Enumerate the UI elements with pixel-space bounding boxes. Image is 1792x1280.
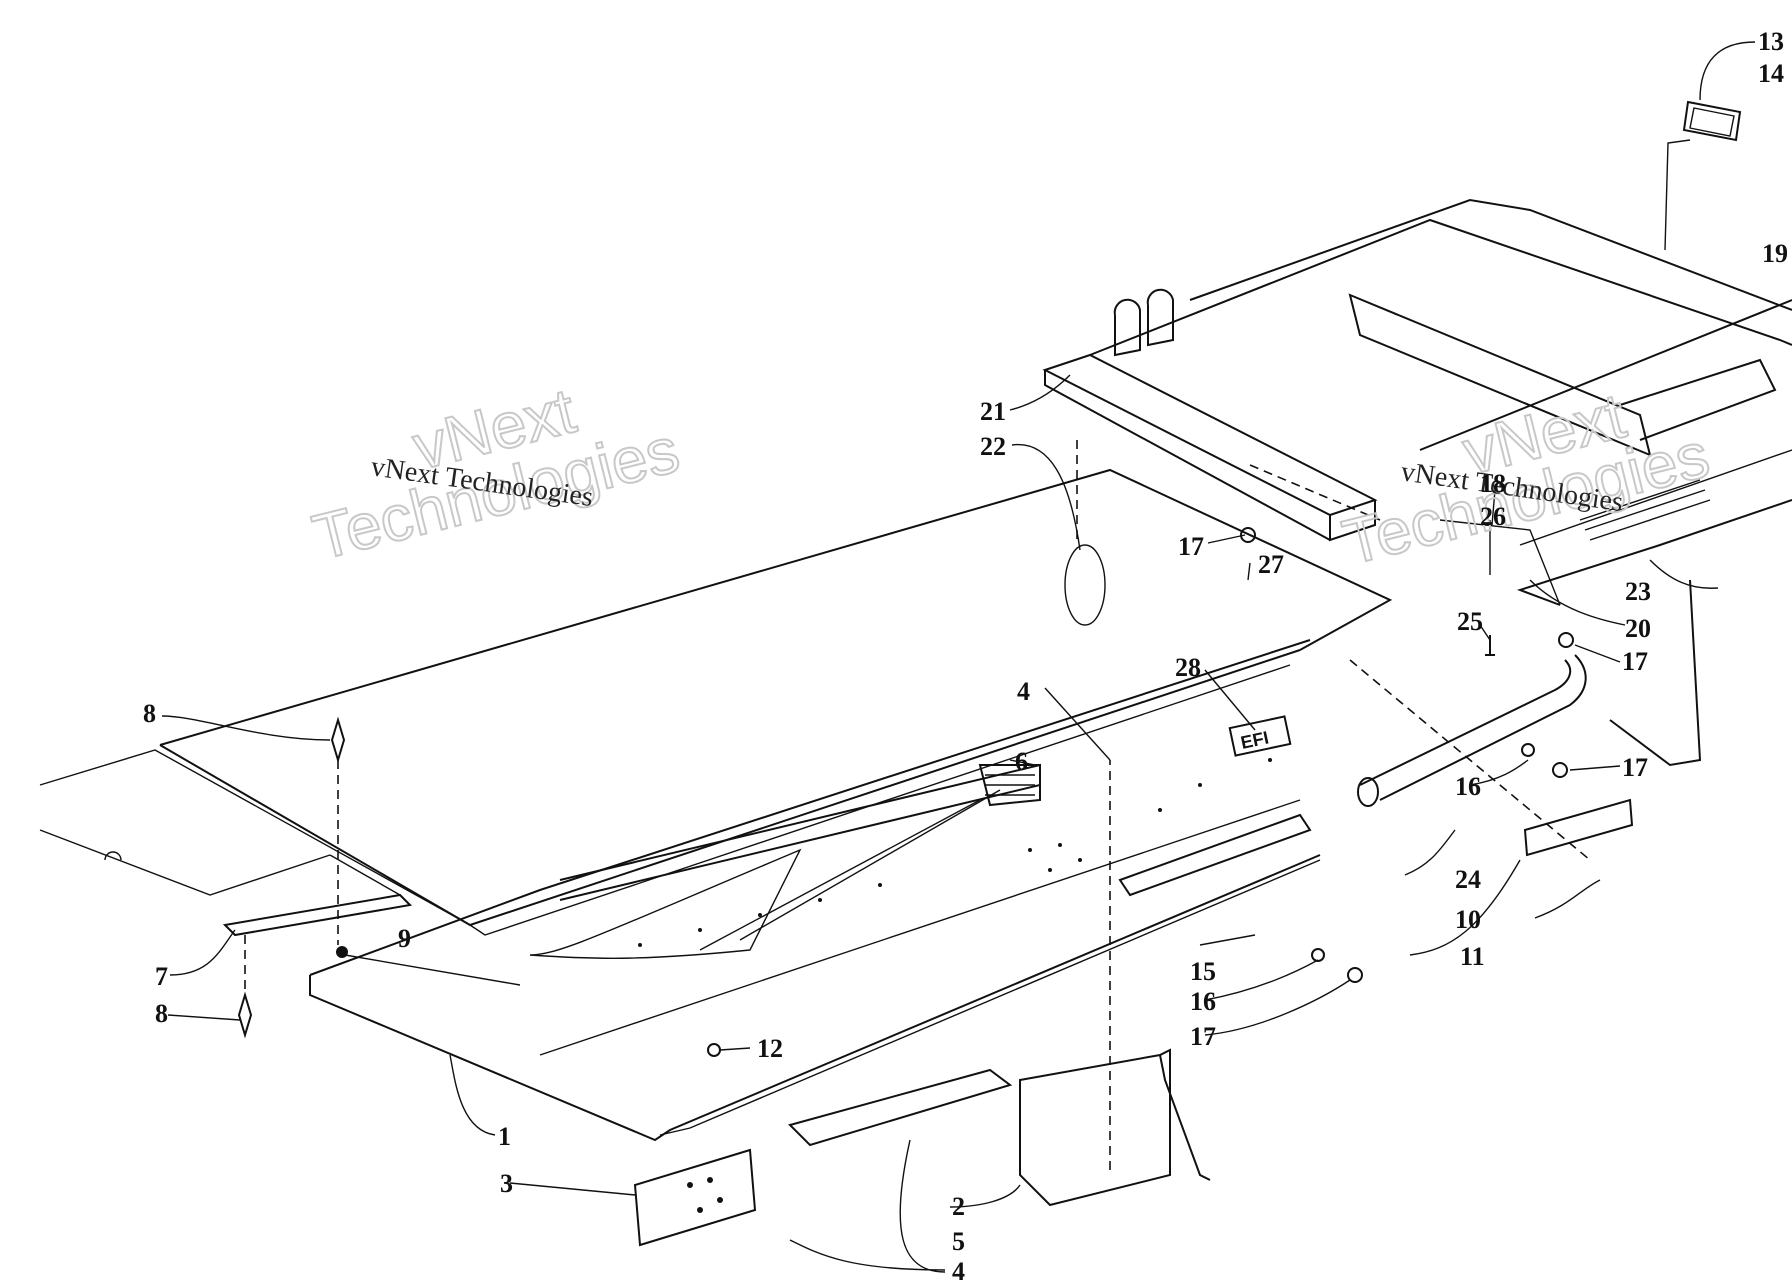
- callout-16-mid: 16: [1455, 772, 1481, 801]
- callout-26: 26: [1480, 502, 1506, 531]
- callout-16-bottom: 16: [1190, 987, 1216, 1016]
- callout-22: 22: [980, 432, 1006, 461]
- callout-2: 2: [952, 1192, 965, 1221]
- callout-15: 15: [1190, 957, 1216, 986]
- rivet-dots: [638, 758, 1272, 947]
- callout-8-top: 8: [143, 699, 156, 728]
- callout-8-bottom: 8: [155, 999, 168, 1028]
- callout-5: 5: [952, 1227, 965, 1256]
- watermark-left: vNext Technologies vNext Technologies: [305, 373, 687, 574]
- callout-13: 13: [1758, 27, 1784, 56]
- leader-lines: [161, 41, 1756, 1273]
- callout-21: 21: [980, 397, 1006, 426]
- callout-4-bottom: 4: [952, 1257, 965, 1280]
- callout-14: 14: [1758, 59, 1784, 88]
- callout-23: 23: [1625, 577, 1651, 606]
- callout-1: 1: [498, 1122, 511, 1151]
- callout-17-bottom: 17: [1190, 1022, 1216, 1051]
- callout-28: 28: [1175, 653, 1201, 682]
- callout-24: 24: [1455, 865, 1481, 894]
- callout-9: 9: [398, 924, 411, 953]
- alignment-lines: [244, 440, 1591, 1170]
- callout-19: 19: [1762, 239, 1788, 268]
- callout-17-top: 17: [1178, 532, 1204, 561]
- callout-17-mid: 17: [1622, 753, 1648, 782]
- watermark-right: vNext Technologies vNext Technologies: [1335, 378, 1717, 579]
- callout-18: 18: [1480, 469, 1506, 498]
- radiator-assembly: [1042, 100, 1792, 767]
- callout-6: 6: [1015, 747, 1028, 776]
- tunnel-frame: [39, 468, 1393, 1142]
- callout-17-right: 17: [1622, 647, 1648, 676]
- callout-27: 27: [1258, 550, 1284, 579]
- callout-25: 25: [1457, 607, 1483, 636]
- small-parts: [222, 527, 1634, 1247]
- callout-4-top: 4: [1017, 677, 1030, 706]
- callout-7: 7: [155, 962, 168, 991]
- callout-3: 3: [500, 1169, 513, 1198]
- callout-10: 10: [1455, 905, 1481, 934]
- part-callouts: 8 7 8 9 1 3 12 6 4 2 5 4 28 15 16 17 16 …: [143, 27, 1788, 1280]
- callout-11: 11: [1460, 942, 1485, 971]
- callout-20: 20: [1625, 614, 1651, 643]
- rear-bumper-tube: [1357, 654, 1587, 807]
- callout-12: 12: [757, 1034, 783, 1063]
